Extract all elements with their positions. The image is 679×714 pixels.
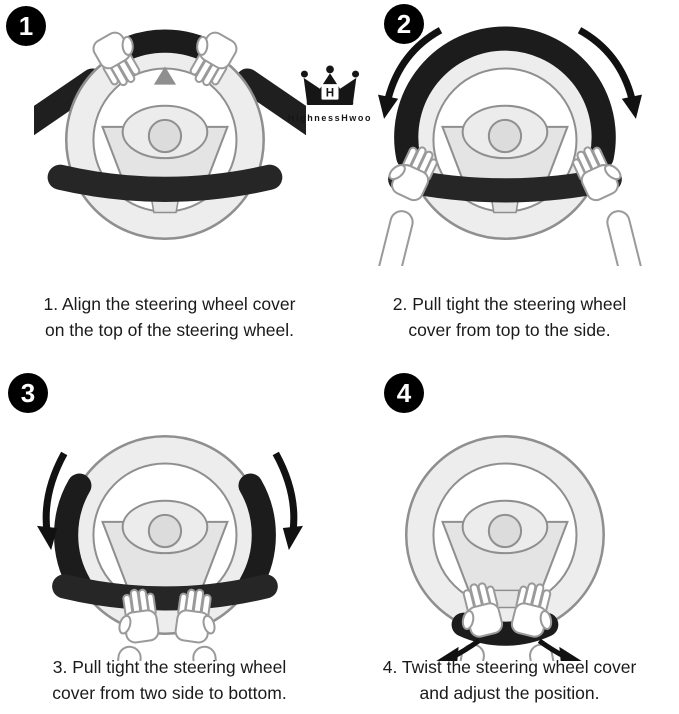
up-arrow-icon (153, 66, 176, 85)
step-number: 3 (20, 377, 36, 408)
step-1-number-badge: 1 (6, 6, 46, 46)
step-4-number-badge: 4 (384, 373, 424, 413)
caption-line: cover from top to the side. (408, 320, 611, 340)
step-3-panel: 3 3. Pull tight th (0, 357, 339, 714)
cover-top-half-arc (393, 26, 616, 170)
step-4-panel: 4 4. Twist the steering wheel co (340, 357, 679, 714)
step-number: 2 (396, 8, 412, 39)
caption-line: on the top of the steering wheel. (44, 320, 295, 340)
brand-logo: H HighnessHwoo (287, 64, 373, 123)
step-3-illustration (34, 409, 306, 661)
caption-line: cover from two side to bottom. (52, 683, 287, 703)
logo-letter: H (326, 87, 334, 100)
step-3-caption: 3. Pull tight the steering wheel cover f… (0, 654, 339, 706)
steering-wheel-align-top-icon (33, 24, 306, 240)
step-number: 1 (18, 10, 34, 41)
step-4-caption: 4. Twist the steering wheel cover and ad… (340, 654, 679, 706)
cover-hanging-band (47, 164, 282, 202)
down-arrow-right-icon (577, 27, 642, 119)
step-2-illustration (373, 14, 646, 266)
caption-line: 3. Pull tight the steering wheel (52, 657, 287, 677)
steering-wheel-pull-bottom-icon (36, 435, 303, 661)
caption-line: 1. Align the steering wheel cover (43, 294, 296, 314)
down-arrow-left-icon (377, 27, 442, 119)
step-number: 4 (396, 377, 412, 408)
cover-right-arc (238, 473, 276, 597)
step-1-illustration (33, 14, 306, 266)
caption-line: 4. Twist the steering wheel cover (382, 657, 637, 677)
brand-name: HighnessHwoo (287, 113, 373, 123)
cover-bottom-band (51, 574, 278, 611)
caption-line: 2. Pull tight the steering wheel (392, 294, 627, 314)
step-2-number-badge: 2 (384, 4, 424, 44)
cover-hanging-band (387, 167, 622, 203)
twist-arrow-right-icon (537, 638, 582, 661)
cover-left-arc (53, 473, 91, 597)
step-4-illustration (374, 409, 646, 661)
steering-wheel-pull-side-icon (373, 26, 646, 266)
crown-icon: H (300, 65, 360, 106)
step-2-panel: 2 2. Pull tight the steer (340, 0, 679, 357)
step-2-caption: 2. Pull tight the steering wheel cover f… (340, 291, 679, 343)
down-arrow-left-icon (36, 451, 67, 551)
steering-wheel-twist-adjust-icon (404, 435, 605, 661)
step-1-panel: 1 1. Align the steering wheel cover on t… (0, 0, 339, 357)
step-1-caption: 1. Align the steering wheel cover on the… (0, 291, 339, 343)
down-arrow-right-icon (272, 451, 303, 551)
caption-line: and adjust the position. (419, 683, 600, 703)
twist-arrow-left-icon (435, 638, 480, 661)
step-3-number-badge: 3 (8, 373, 48, 413)
